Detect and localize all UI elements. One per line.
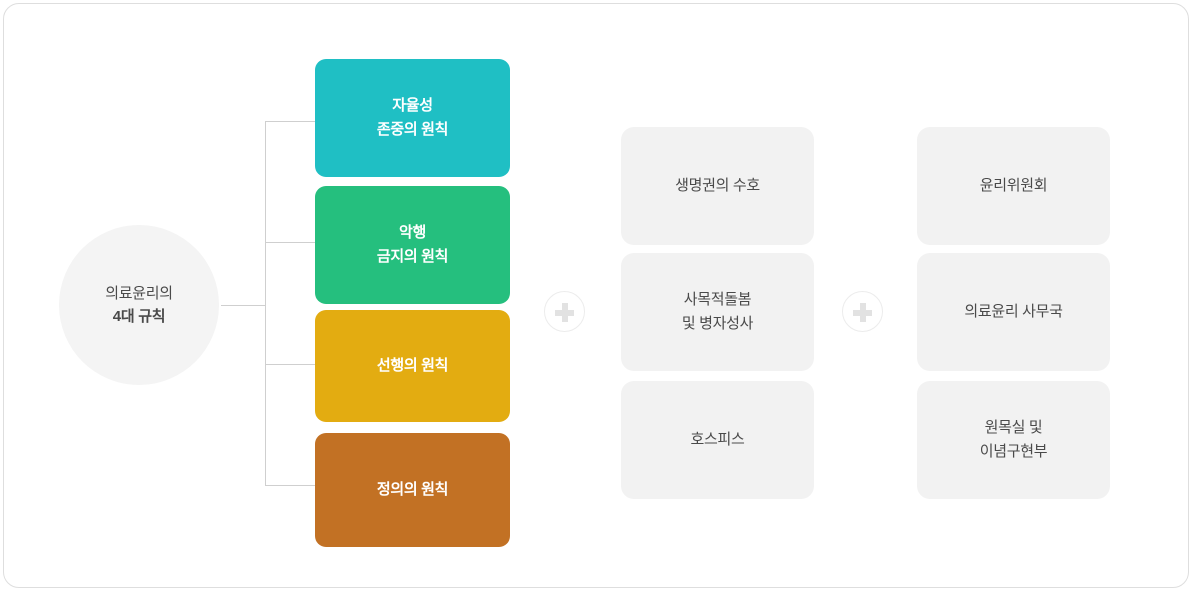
- right-card-label-line2: 이념구현부: [979, 443, 1048, 460]
- branch-line-3: [265, 364, 315, 365]
- middle-card-3[interactable]: 호스피스: [621, 381, 814, 499]
- principle-card-nonmaleficence[interactable]: 악행 금지의 원칙: [315, 186, 510, 304]
- middle-card-label-line1: 사목적돌봄: [683, 291, 752, 308]
- root-label-line1: 의료윤리의: [105, 284, 173, 302]
- plus-icon-vertical-bar: [561, 303, 568, 322]
- root-node: 의료윤리의 4대 규칙: [59, 225, 219, 385]
- plus-icon-connector-2: [842, 291, 883, 332]
- root-label-line2: 4대 규칙: [112, 308, 166, 325]
- right-card-2[interactable]: 의료윤리 사무국: [917, 253, 1110, 371]
- root-stem-line: [221, 305, 266, 306]
- middle-card-label-line1: 생명권의 수호: [675, 177, 760, 194]
- right-card-1[interactable]: 윤리위원회: [917, 127, 1110, 245]
- plus-icon-connector-1: [544, 291, 585, 332]
- principle-label-line1: 선행의 원칙: [376, 357, 449, 374]
- middle-card-label-line1: 호스피스: [690, 431, 745, 448]
- principle-card-justice[interactable]: 정의의 원칙: [315, 433, 510, 547]
- principle-label-line2: 금지의 원칙: [376, 248, 449, 265]
- principle-label-line1: 정의의 원칙: [376, 481, 449, 498]
- plus-icon-vertical-bar: [859, 303, 866, 322]
- right-card-label-line1: 의료윤리 사무국: [964, 303, 1063, 320]
- tree-spine-line: [265, 121, 266, 485]
- middle-card-2[interactable]: 사목적돌봄 및 병자성사: [621, 253, 814, 371]
- branch-line-1: [265, 121, 315, 122]
- middle-card-label-line2: 및 병자성사: [681, 315, 754, 332]
- right-card-label-line1: 원목실 및: [984, 419, 1043, 436]
- middle-card-1[interactable]: 생명권의 수호: [621, 127, 814, 245]
- principle-label-line1: 악행: [398, 224, 426, 241]
- principle-label-line2: 존중의 원칙: [376, 121, 449, 138]
- branch-line-2: [265, 242, 315, 243]
- principle-card-autonomy[interactable]: 자율성 존중의 원칙: [315, 59, 510, 177]
- principle-label-line1: 자율성: [392, 97, 433, 114]
- right-card-label-line1: 윤리위원회: [979, 177, 1048, 194]
- branch-line-4: [265, 485, 315, 486]
- right-card-3[interactable]: 원목실 및 이념구현부: [917, 381, 1110, 499]
- principle-card-beneficence[interactable]: 선행의 원칙: [315, 310, 510, 422]
